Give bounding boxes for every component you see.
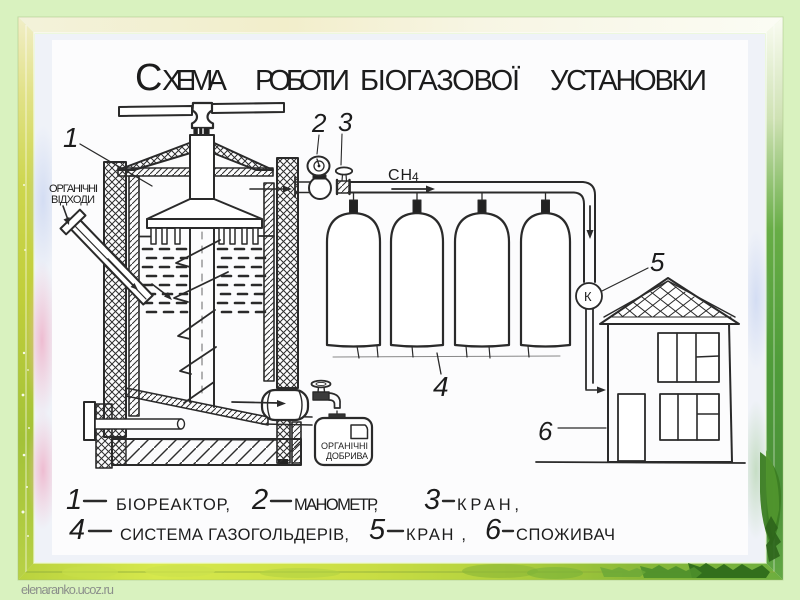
svg-text:4: 4 [69,514,85,546]
svg-text:СПОЖИВАЧ: СПОЖИВАЧ [516,526,615,544]
svg-text:РОБОТИ: РОБОТИ [255,65,350,97]
svg-text:МАНОМЕТР,: МАНОМЕТР, [294,496,378,514]
svg-text:КРАН,: КРАН, [457,496,519,514]
svg-text:ОРГАНІЧНІ: ОРГАНІЧНІ [321,441,368,451]
svg-text:С: С [135,57,162,99]
svg-text:3: 3 [424,484,440,516]
svg-text:БІОРЕАКТОР,: БІОРЕАКТОР, [116,496,230,514]
svg-text:4: 4 [433,371,449,402]
svg-text:2: 2 [311,108,327,138]
svg-text:elenaranko.ucoz.ru: elenaranko.ucoz.ru [21,582,114,597]
svg-text:5: 5 [369,514,386,546]
svg-text:ВІДХОДИ: ВІДХОДИ [51,194,95,206]
svg-text:СИСТЕМА ГАЗОГОЛЬДЕРІВ,: СИСТЕМА ГАЗОГОЛЬДЕРІВ, [120,526,349,544]
svg-text:4: 4 [412,170,419,184]
svg-text:БІОГАЗОВОЇ: БІОГАЗОВОЇ [360,65,520,97]
svg-text:5: 5 [650,247,665,277]
svg-text:CH: CH [388,167,413,184]
svg-text:3: 3 [338,107,353,137]
svg-text:К: К [584,289,592,304]
svg-text:КРАН ,: КРАН , [406,526,466,544]
svg-text:ОРГАНІЧНІ: ОРГАНІЧНІ [49,183,98,195]
svg-text:УСТАНОВКИ: УСТАНОВКИ [550,65,707,97]
svg-text:1: 1 [66,484,82,516]
svg-text:6: 6 [485,514,502,546]
svg-text:1: 1 [63,122,79,153]
svg-text:ХЕМА: ХЕМА [162,65,228,97]
svg-text:6: 6 [538,416,553,446]
svg-text:2: 2 [251,484,268,516]
svg-text:ДОБРИВА: ДОБРИВА [326,451,368,461]
